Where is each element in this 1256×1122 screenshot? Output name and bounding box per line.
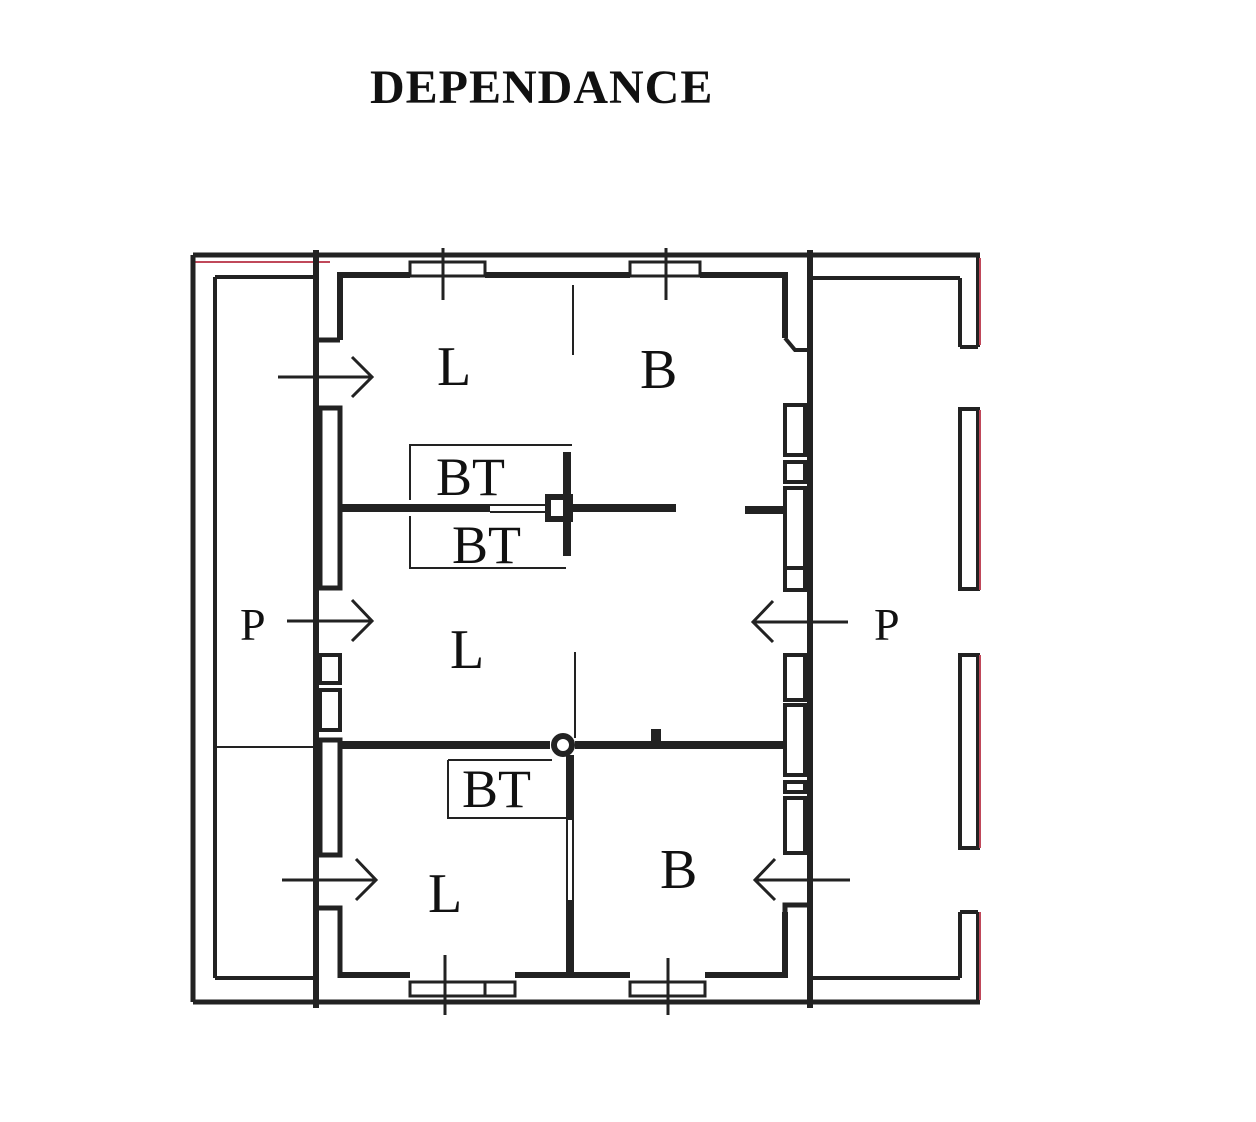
arrow-right-icon [278, 355, 375, 399]
room-label: L [437, 336, 471, 398]
interior-partitions [340, 285, 785, 975]
bathroom-label: BT [452, 515, 521, 575]
building-walls [313, 248, 813, 1015]
porch-label: P [874, 599, 900, 650]
room-label: L [428, 863, 462, 925]
outer-frame [190, 252, 981, 1005]
room-label: B [640, 339, 677, 401]
arrow-left-icon [750, 599, 848, 644]
bathroom-label: BT [436, 447, 505, 507]
entry-arrows [278, 355, 850, 902]
arrow-left-icon [752, 857, 850, 902]
room-label: L [450, 619, 484, 681]
room-label: B [660, 839, 697, 901]
porch-label: P [240, 599, 266, 650]
arrow-right-icon [287, 598, 375, 643]
bathroom-frames [409, 444, 572, 819]
arrow-right-icon [282, 857, 379, 902]
bathroom-label: BT [462, 759, 531, 819]
plan-title: DEPENDANCE [370, 61, 714, 114]
